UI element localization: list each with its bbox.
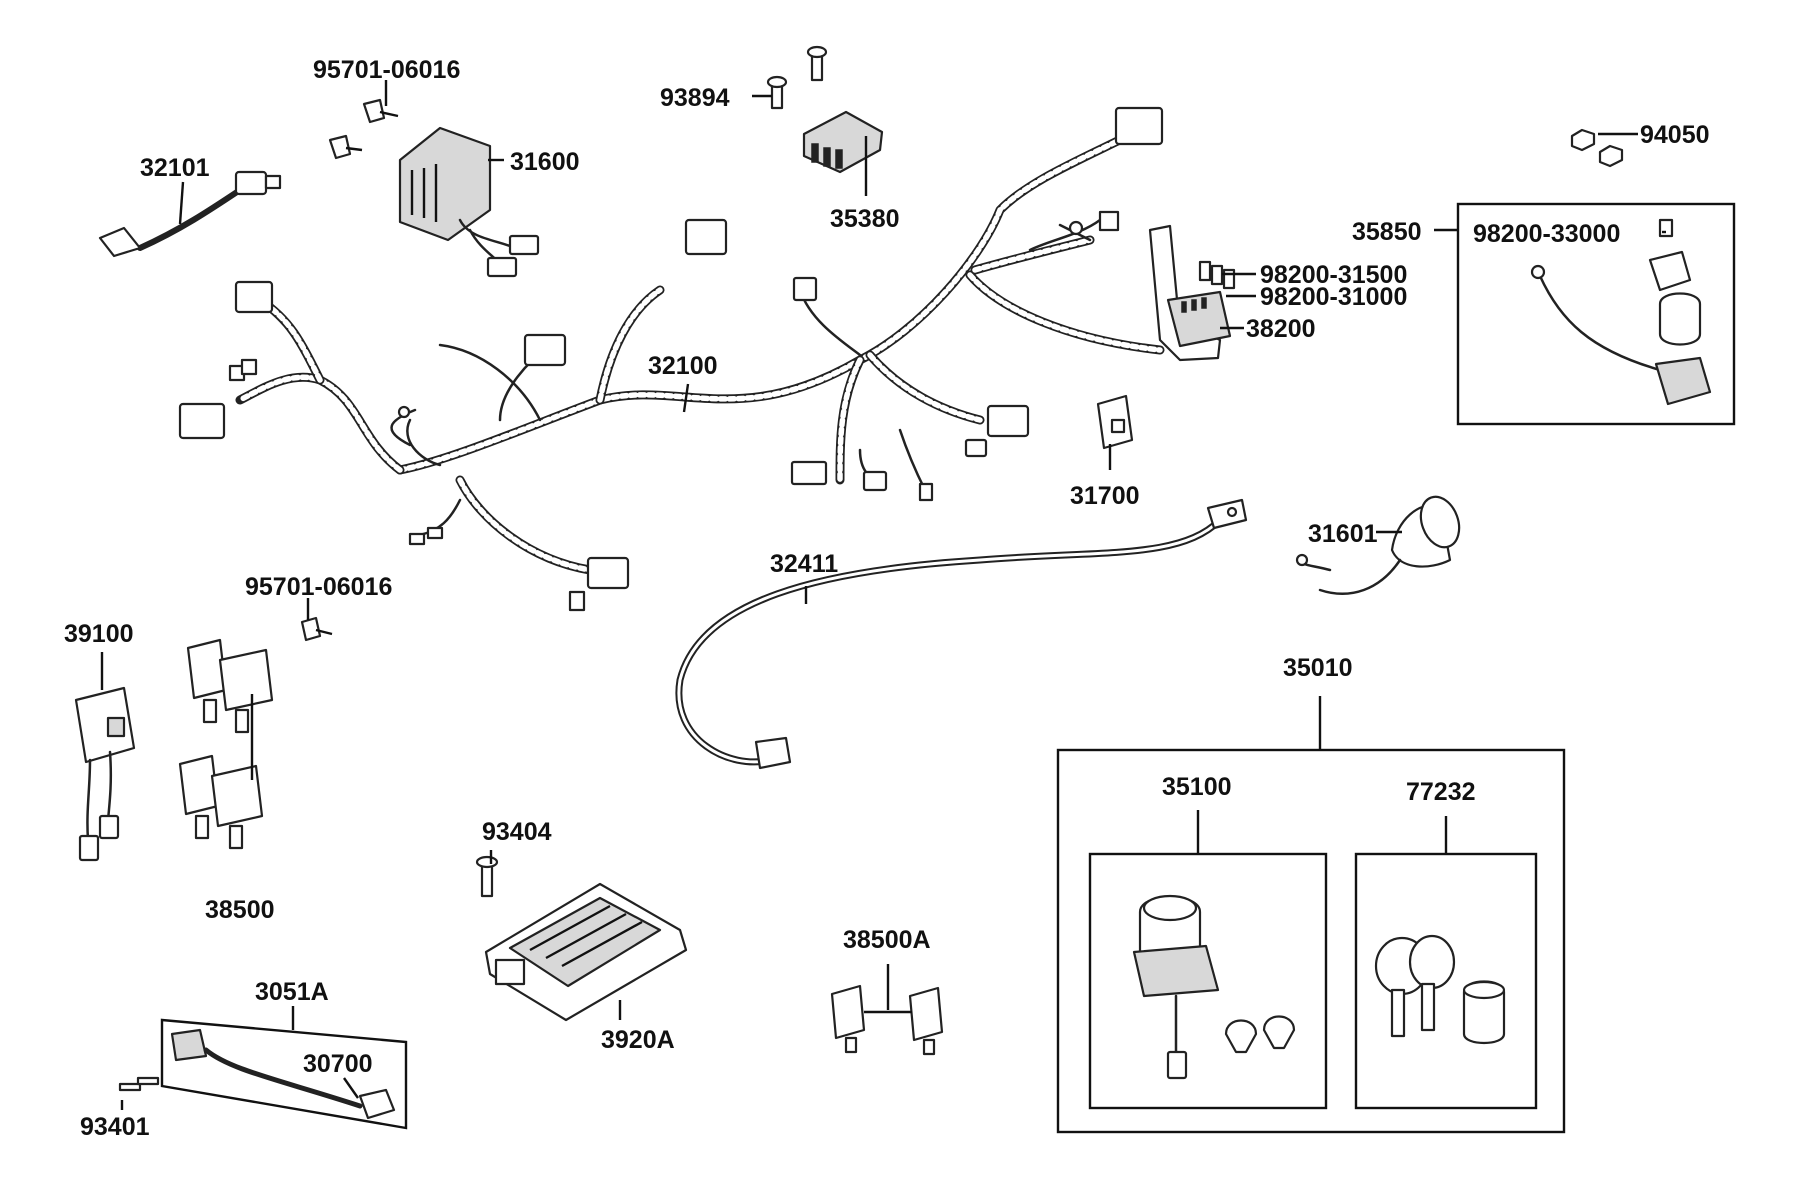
label-3051A: 3051A [255,978,329,1006]
label-32101: 32101 [140,154,210,182]
label-35380: 35380 [830,205,900,233]
regulator-icon [398,126,540,278]
starter-relay-icon [1456,202,1736,426]
part-labels: 95701-06016 93894 32101 31600 35380 9405… [64,56,1710,1141]
bolt-icon [300,616,333,642]
ignition-coil-icon [1295,495,1461,595]
label-95701-06016-top: 95701-06016 [313,56,460,84]
relay-icon [74,686,136,862]
label-30700: 30700 [303,1050,373,1078]
label-98200-33000: 98200-33000 [1473,220,1620,248]
label-38500A: 38500A [843,926,931,954]
label-31600: 31600 [510,148,580,176]
sensor-lead-icon [98,170,282,258]
label-93894: 93894 [660,84,730,112]
label-93401: 93401 [80,1113,150,1141]
label-38200: 38200 [1246,315,1316,343]
label-39100: 39100 [64,620,134,648]
label-98200-31500: 98200-31500 [1260,261,1407,289]
fuse-box-icon [1148,224,1236,362]
label-32100: 32100 [648,352,718,380]
relay-icon [178,638,274,850]
label-98200-31000: 98200-31000 [1260,283,1407,311]
sensor-icon [802,110,884,174]
battery-cable-icon [675,498,1248,770]
wire-harness-icon [178,106,1165,612]
label-31601: 31601 [1308,520,1378,548]
label-3920A: 3920A [601,1026,675,1054]
bolt-icon [328,98,399,160]
label-95701-06016-mid: 95701-06016 [245,573,392,601]
relay-icon [1096,394,1134,450]
label-35850: 35850 [1352,218,1422,246]
label-31700: 31700 [1070,482,1140,510]
label-93404: 93404 [482,818,552,846]
ignition-switch-set-icon [1056,748,1566,1134]
relay-icon [830,984,944,1056]
ecu-icon [475,855,688,1022]
oxygen-sensor-icon [118,1018,408,1130]
nut-icon [1570,128,1624,168]
label-35100: 35100 [1162,773,1232,801]
label-32411: 32411 [770,550,838,578]
label-35010: 35010 [1283,654,1353,682]
label-38500: 38500 [205,896,275,924]
label-77232: 77232 [1406,778,1476,806]
label-94050: 94050 [1640,121,1710,149]
leader-lines [100,80,1666,1110]
screw-icon [766,45,828,110]
